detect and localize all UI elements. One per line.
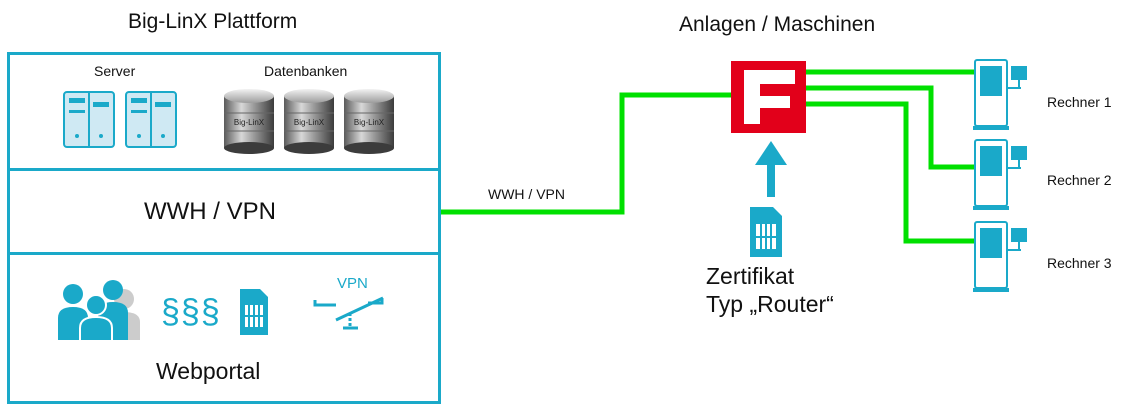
machine-icon: [973, 59, 1027, 130]
main-connection-line: [441, 92, 733, 215]
machines-title: Anlagen / Maschinen: [679, 13, 876, 36]
vpn-switch-label: VPN: [337, 275, 368, 292]
db-logo-text: Big-LinX: [294, 118, 325, 127]
database-icon: Big-LinX: [344, 89, 394, 154]
rechner-2-label: Rechner 2: [1047, 172, 1112, 188]
certificate-sim-icon: [750, 207, 782, 257]
connection-label: WWH / VPN: [488, 186, 565, 202]
certificate-line1: Zertifikat: [706, 263, 795, 289]
server-icon: [63, 91, 115, 148]
servers-label: Server: [94, 63, 136, 79]
vpn-switch-icon: [313, 296, 384, 330]
server-icon: [125, 91, 177, 148]
line-to-rechner-3: [806, 101, 975, 244]
vpn-box-label: WWH / VPN: [144, 198, 276, 225]
router-logo-icon: [731, 61, 806, 133]
connection-lines: [441, 69, 975, 244]
machine-icon: [973, 221, 1027, 292]
webportal-label: Webportal: [156, 358, 261, 384]
line-to-rechner-2: [806, 85, 975, 170]
rechner-1-label: Rechner 1: [1047, 94, 1112, 110]
vpn-panel: [7, 168, 441, 256]
database-icon: Big-LinX: [224, 89, 274, 154]
db-logo-text: Big-LinX: [354, 118, 385, 127]
machine-icon: [973, 139, 1027, 210]
paragraph-signs: §§§: [161, 293, 221, 331]
databases-label: Datenbanken: [264, 63, 348, 79]
rechner-3-label: Rechner 3: [1047, 255, 1112, 271]
platform-title: Big-LinX Plattform: [128, 10, 298, 33]
certificate-line2: Typ „Router“: [706, 291, 834, 317]
users-icon: [58, 280, 140, 342]
database-icon: Big-LinX: [284, 89, 334, 154]
arrow-up-icon: [755, 141, 787, 197]
sim-card-icon: [240, 289, 268, 335]
db-logo-text: Big-LinX: [234, 118, 265, 127]
